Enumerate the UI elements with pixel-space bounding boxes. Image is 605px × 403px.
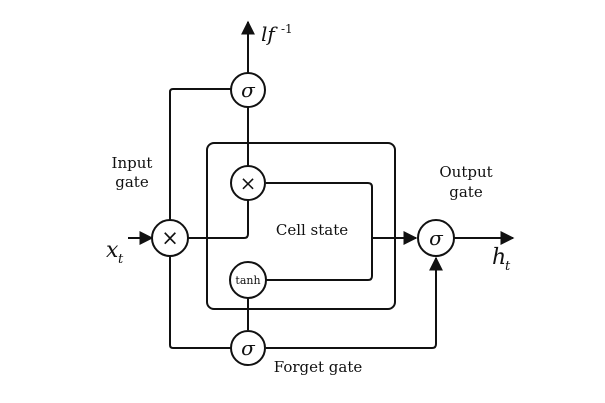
tanh-label: tanh: [235, 274, 260, 287]
wire-forget-to-output: [266, 256, 443, 349]
tanh-node: tanh: [229, 261, 267, 299]
cell-multiply-node: ×: [230, 165, 266, 201]
cell-state-box: [206, 142, 396, 310]
top-output-variable: lf: [261, 22, 278, 46]
output-variable-subscript: t: [505, 259, 511, 274]
input-multiply-node: ×: [151, 219, 189, 257]
forget-gate-label: Forget gate: [274, 358, 363, 376]
output-gate-label-line2: gate: [449, 183, 483, 201]
output-variable: h: [492, 245, 506, 270]
input-gate-label-line2: gate: [115, 173, 149, 191]
forget-sigma-symbol: σ: [241, 336, 256, 360]
forget-sigma-node: σ: [230, 330, 266, 366]
wire-input-mult-to-cell-mult: [188, 200, 249, 239]
output-gate-label-line1: Output: [439, 163, 492, 181]
top-sigma-symbol: σ: [241, 78, 256, 102]
input-gate-label-line1: Input: [112, 154, 153, 172]
wire-input-to-top-sigma: [169, 88, 232, 220]
top-output-superscript: -1: [281, 22, 293, 36]
cell-multiply-symbol: ×: [240, 171, 257, 195]
wire-input-to-forget-sigma: [169, 256, 232, 349]
wire-cell-loop: [266, 182, 373, 281]
cell-state-label: Cell state: [276, 221, 348, 239]
output-sigma-node: σ: [417, 219, 455, 257]
output-sigma-symbol: σ: [429, 226, 444, 250]
top-sigma-node: σ: [230, 72, 266, 108]
input-multiply-symbol: ×: [161, 226, 179, 250]
input-variable: x: [106, 238, 119, 263]
input-variable-subscript: t: [118, 252, 124, 267]
